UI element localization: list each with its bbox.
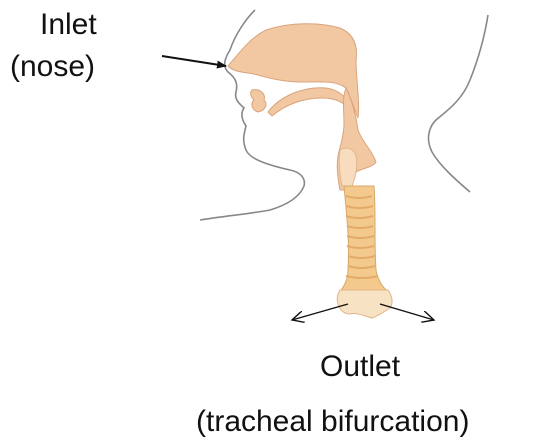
- outlet-arrow-right: [380, 304, 434, 320]
- outlet-arrow-left: [292, 304, 348, 320]
- back-of-neck-outline: [429, 15, 488, 192]
- inlet-arrow: [162, 56, 226, 66]
- inlet-sublabel: (nose): [10, 50, 95, 84]
- larynx: [339, 148, 357, 186]
- nasal-cavity: [228, 24, 359, 118]
- lips-shape: [251, 90, 266, 112]
- inlet-label: Inlet: [40, 8, 97, 42]
- outlet-sublabel: (tracheal bifurcation): [196, 405, 469, 439]
- outlet-label: Outlet: [320, 350, 400, 384]
- trachea: [340, 186, 388, 292]
- tracheal-bifurcation: [337, 290, 392, 318]
- oral-arch: [268, 88, 350, 116]
